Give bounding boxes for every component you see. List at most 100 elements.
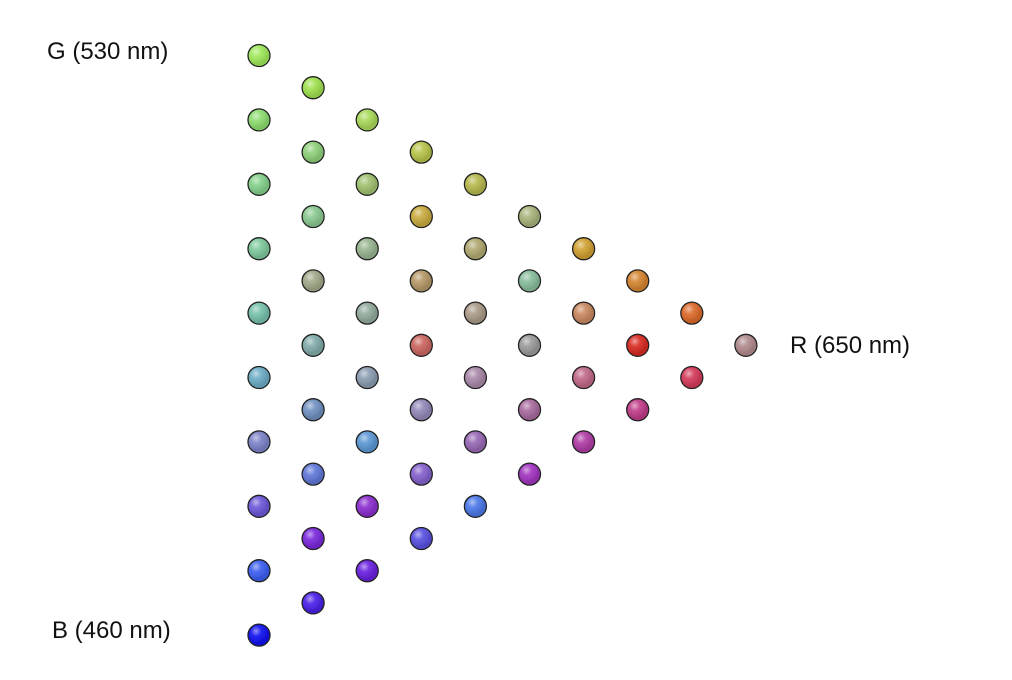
color-dot <box>301 204 325 229</box>
color-dot-gloss <box>303 399 324 420</box>
color-dot <box>355 365 379 390</box>
color-dot <box>626 398 650 422</box>
color-dot-gloss <box>357 496 378 517</box>
color-dot <box>409 140 433 164</box>
color-dot <box>247 623 271 647</box>
color-dot <box>301 462 325 486</box>
color-dot <box>247 430 271 454</box>
color-dot <box>517 462 542 486</box>
color-dot-gloss <box>627 335 648 356</box>
color-dot <box>355 237 379 261</box>
color-dot-gloss <box>411 528 432 549</box>
color-dot-gloss <box>411 142 432 163</box>
color-dot <box>409 462 433 486</box>
color-dot <box>571 237 596 261</box>
color-dot <box>463 172 488 196</box>
color-dot-gloss <box>303 592 324 613</box>
color-dot-gloss <box>465 496 486 517</box>
color-dot <box>626 333 650 357</box>
color-dot <box>680 301 704 325</box>
color-dot <box>463 494 488 518</box>
color-dot <box>463 365 488 390</box>
color-dot-gloss <box>249 174 269 195</box>
color-dot-gloss <box>573 431 594 452</box>
color-dot-gloss <box>519 399 540 420</box>
color-dot-gloss <box>303 270 324 291</box>
color-dot-gloss <box>357 303 378 324</box>
color-dot <box>463 301 488 325</box>
color-dot-gloss <box>735 335 756 356</box>
green-vertex-label: G (530 nm) <box>47 38 169 65</box>
color-dot-gloss <box>519 335 540 356</box>
color-dot <box>355 172 379 196</box>
color-dot <box>355 108 379 132</box>
color-dot <box>409 526 433 551</box>
color-dot <box>301 333 325 357</box>
color-dot <box>247 43 271 68</box>
color-dot-gloss <box>357 109 378 130</box>
color-dot <box>301 140 325 164</box>
color-dot-gloss <box>411 464 432 485</box>
color-dot <box>301 526 325 551</box>
color-dot-gloss <box>249 496 269 517</box>
color-dot-gloss <box>303 206 324 227</box>
color-dot-gloss <box>411 399 432 420</box>
color-dot-gloss <box>357 431 378 452</box>
color-dot-gloss <box>249 238 269 259</box>
color-dot <box>517 204 542 229</box>
color-dot <box>734 333 758 357</box>
color-dot <box>247 301 271 325</box>
color-dot <box>409 204 433 229</box>
color-dot <box>301 76 325 100</box>
color-dot-gloss <box>411 335 432 356</box>
color-dot-gloss <box>303 335 324 356</box>
color-dot <box>355 430 379 454</box>
color-dot <box>247 494 271 518</box>
color-dot <box>355 494 379 518</box>
color-dot-gloss <box>249 560 269 581</box>
color-dot-gloss <box>303 142 324 163</box>
color-dot-gloss <box>357 174 378 195</box>
color-dot <box>463 430 488 454</box>
color-dot-gloss <box>519 206 540 227</box>
color-dot-gloss <box>465 238 486 259</box>
color-dot <box>626 269 650 293</box>
color-dot-gloss <box>573 238 594 259</box>
color-dot-gloss <box>465 303 486 324</box>
color-dot-gloss <box>303 77 324 98</box>
color-dot <box>409 398 433 422</box>
color-dot <box>301 591 325 615</box>
color-dot <box>571 430 596 454</box>
color-dot-gloss <box>249 431 269 452</box>
color-dot-gloss <box>357 560 378 581</box>
color-dot <box>517 398 542 422</box>
color-dot <box>463 237 488 261</box>
color-dot-gloss <box>411 270 432 291</box>
color-dot-gloss <box>519 270 540 291</box>
color-dot-gloss <box>249 303 269 324</box>
color-dot-gloss <box>249 367 269 388</box>
color-dot <box>517 269 542 293</box>
color-dot-gloss <box>411 206 432 227</box>
red-vertex-label: R (650 nm) <box>790 332 911 359</box>
color-dot-gloss <box>465 431 486 452</box>
color-dot-gloss <box>303 464 324 485</box>
color-dot-gloss <box>519 464 540 485</box>
color-dot-gloss <box>681 367 702 388</box>
color-dot <box>301 398 325 422</box>
color-dot-gloss <box>303 528 324 549</box>
color-dot <box>571 365 596 390</box>
color-dot <box>247 237 271 261</box>
color-dot-gloss <box>357 238 378 259</box>
color-dot-gloss <box>465 367 486 388</box>
color-dot-gloss <box>249 625 269 646</box>
color-dot <box>571 301 596 325</box>
color-dot <box>409 333 433 357</box>
color-dot-gloss <box>573 367 594 388</box>
color-dot <box>247 365 271 390</box>
color-dot-gloss <box>627 270 648 291</box>
color-dot-gloss <box>465 174 486 195</box>
color-dot <box>517 333 542 357</box>
